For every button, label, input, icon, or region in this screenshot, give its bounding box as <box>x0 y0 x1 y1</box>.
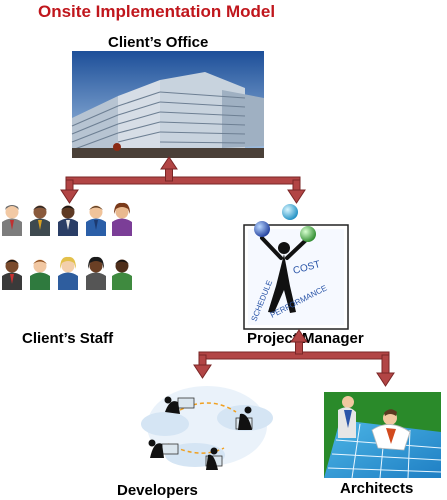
project-manager-label: Project Manager <box>247 330 364 347</box>
developers-image <box>141 386 273 470</box>
client-staff-icons <box>2 202 132 290</box>
architects-label: Architects <box>340 480 414 497</box>
arrow-to-staff <box>60 189 79 204</box>
arrow-to-developers <box>193 364 212 379</box>
cyan-ball-icon <box>282 204 298 220</box>
connectors <box>60 156 395 387</box>
architects-image <box>324 392 442 479</box>
project-manager-image: COST SCHEDULE PERFORMANCE <box>243 224 349 330</box>
team-branch-bar <box>198 351 390 360</box>
green-ball-icon <box>300 226 316 242</box>
developers-label: Developers <box>117 482 198 499</box>
office-branch-bar <box>65 176 301 185</box>
client-office-image <box>71 51 264 158</box>
arrow-to-pm <box>287 189 306 204</box>
arrow-to-office <box>160 156 178 170</box>
client-office-label: Client’s Office <box>108 34 209 51</box>
page-title: Onsite Implementation Model <box>38 2 276 21</box>
arrow-to-pm-from-team <box>290 329 308 343</box>
client-staff-label: Client’s Staff <box>22 330 114 347</box>
blue-ball-icon <box>254 221 270 237</box>
arrow-to-architects <box>376 372 395 387</box>
